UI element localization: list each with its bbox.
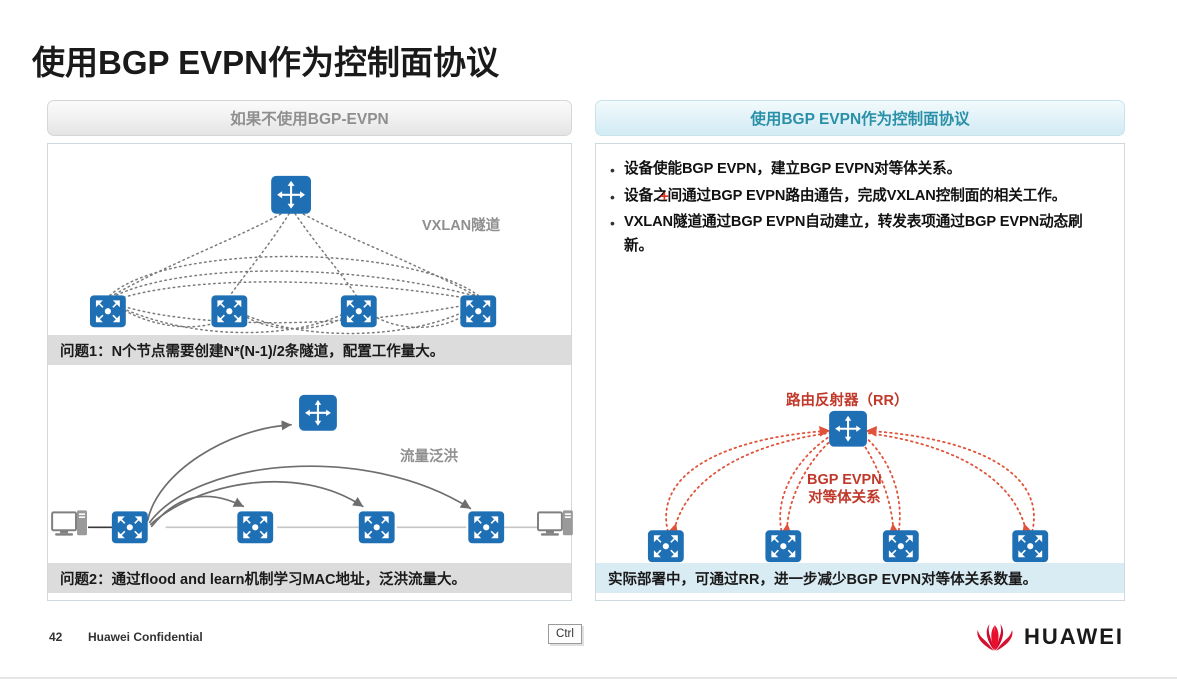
flood-label: 流量泛洪 (400, 449, 458, 465)
switch-icon (358, 511, 395, 544)
route-reflector-icon (829, 410, 867, 447)
pc-icon (537, 510, 573, 536)
switch-icon (211, 295, 248, 328)
bullet-text: 设备使能BGP EVPN，建立BGP EVPN对等体关系。 (624, 161, 962, 177)
list-item: • 设备使能BGP EVPN，建立BGP EVPN对等体关系。 (610, 158, 1110, 182)
list-item: • VXLAN隧道通过BGP EVPN自动建立，转发表项通过BGP EVPN动态… (610, 211, 1110, 258)
left-column-header: 如果不使用BGP-EVPN (47, 100, 572, 136)
caption-deployment: 实际部署中，可通过RR，进一步减少BGP EVPN对等体关系数量。 (596, 563, 1124, 593)
list-item: • 设备之间通过BGP EVPN路由通告，完成VXLAN控制面的相关工作。 (610, 185, 1110, 209)
switch-icon (1012, 530, 1049, 563)
huawei-wordmark: HUAWEI (1024, 624, 1124, 649)
right-column-header: 使用BGP EVPN作为控制面协议 (595, 100, 1125, 136)
confidentiality-notice: Huawei Confidential (88, 630, 203, 644)
switch-icon (765, 530, 802, 563)
vxlan-tunnel-label: VXLAN隧道 (422, 218, 501, 234)
bgp-peer-label-line1: BGP EVPN (807, 472, 882, 488)
bullet-text: VXLAN隧道通过BGP EVPN自动建立，转发表项通过BGP EVPN动态刷新… (624, 214, 1083, 254)
pc-icon (51, 510, 87, 536)
cursor-plus-icon: + (660, 188, 669, 205)
left-diagram (51, 175, 573, 544)
left-panel: VXLAN隧道 流量泛洪 问题1：N个节点需要创建N*(N-1)/2条隧道，配置… (47, 143, 573, 601)
huawei-flower-icon (977, 624, 1013, 651)
bgp-peer-label-line2: 对等体关系 (808, 490, 881, 507)
caption-problem-2: 问题2：通过flood and learn机制学习MAC地址，泛洪流量大。 (48, 563, 571, 593)
bullet-marker: • (610, 215, 615, 232)
flood-links (146, 420, 472, 528)
page-title: 使用BGP EVPN作为控制面协议 (32, 44, 499, 81)
switch-icon (89, 295, 126, 328)
switch-icon (468, 511, 505, 544)
page-number: 42 (49, 630, 63, 644)
bullet-list: • 设备使能BGP EVPN，建立BGP EVPN对等体关系。 • 设备之间通过… (610, 158, 1110, 262)
router-icon (299, 394, 337, 431)
right-diagram (647, 410, 1049, 563)
bullet-marker: • (610, 162, 615, 178)
switch-icon (111, 511, 148, 544)
right-panel: • 设备使能BGP EVPN，建立BGP EVPN对等体关系。 • 设备之间通过… (595, 143, 1125, 601)
switch-icon (882, 530, 919, 563)
route-reflector-label: 路由反射器（RR） (786, 393, 909, 409)
huawei-logo: HUAWEI (975, 622, 1124, 652)
bullet-text: 设备之间通过BGP EVPN路由通告，完成VXLAN控制面的相关工作。 (624, 187, 1067, 204)
switch-icon (237, 511, 274, 544)
router-icon (271, 175, 311, 214)
switch-icon (647, 530, 684, 563)
switch-icon (460, 295, 497, 328)
bgp-peer-label: BGP EVPN 对等体关系 (807, 471, 882, 507)
caption-problem-1: 问题1：N个节点需要创建N*(N-1)/2条隧道，配置工作量大。 (48, 335, 571, 365)
bullet-marker: • (610, 188, 615, 205)
ctrl-key-indicator[interactable]: Ctrl (548, 624, 582, 644)
switch-icon (340, 295, 377, 328)
